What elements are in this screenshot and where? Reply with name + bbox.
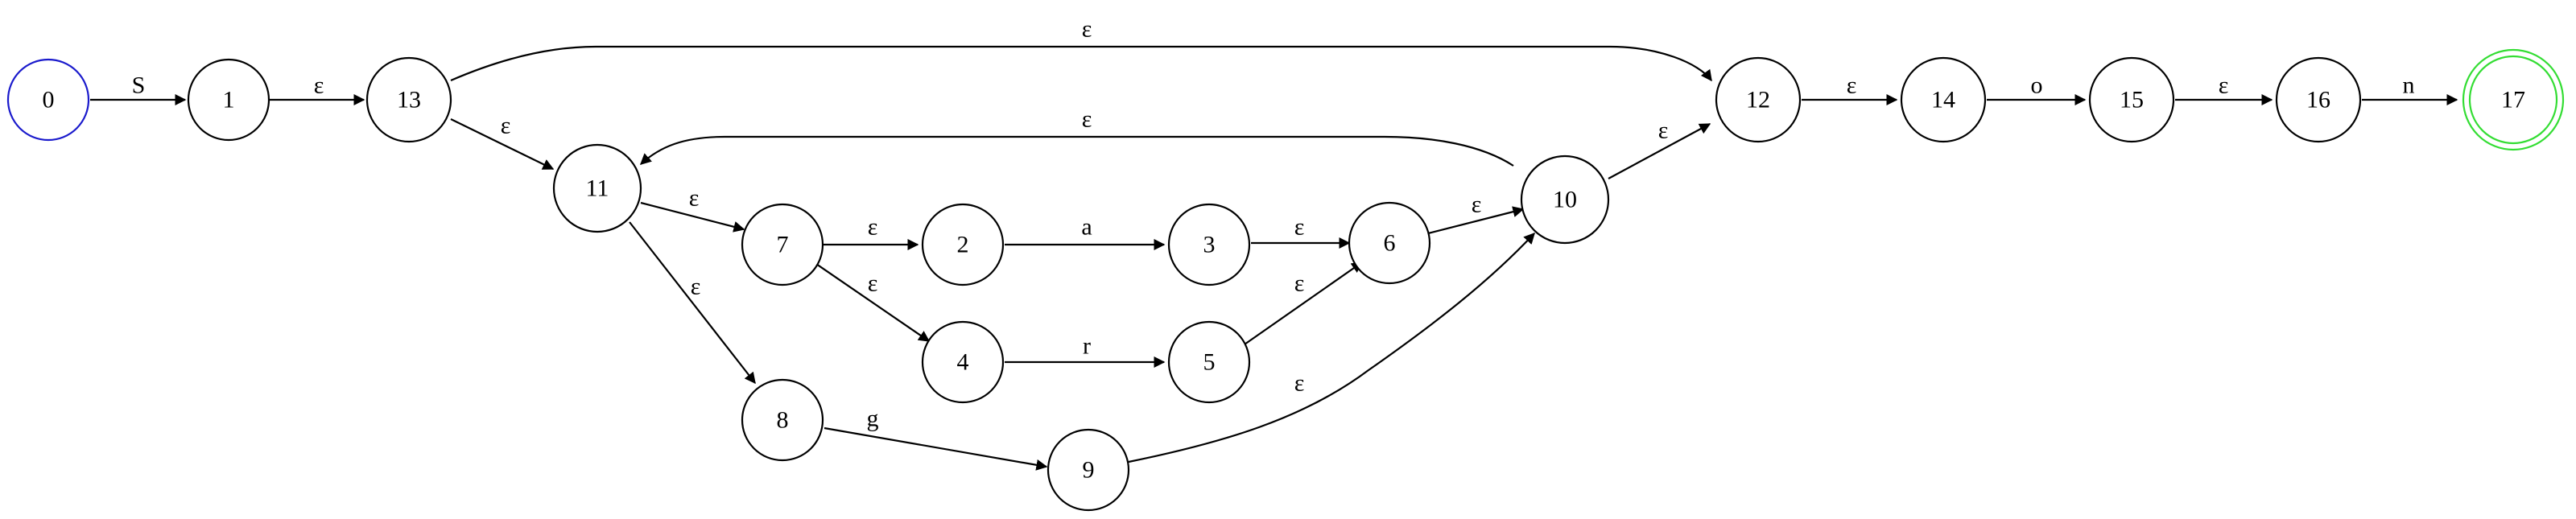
state-4: 4 xyxy=(921,320,1005,404)
edge-12-to-14: ε xyxy=(1802,72,1898,105)
edge-16-to-17: n xyxy=(2362,72,2458,105)
state-8: 8 xyxy=(741,378,824,462)
edge-4-to-5: r xyxy=(1005,333,1166,368)
state-label: 8 xyxy=(777,407,789,434)
state-14: 14 xyxy=(1900,56,1987,143)
edge-label-10-12: ε xyxy=(1658,117,1669,144)
state-11: 11 xyxy=(552,143,642,233)
state-12: 12 xyxy=(1715,56,1802,143)
state-17-accept: 17 xyxy=(2462,48,2565,151)
edge-label-16-17: n xyxy=(2403,72,2415,99)
state-label: 11 xyxy=(586,175,609,202)
edge-10-to-12: ε xyxy=(1608,117,1711,179)
state-9: 9 xyxy=(1046,428,1130,512)
edge-14-to-15: o xyxy=(1987,72,2087,105)
edge-3-to-6: ε xyxy=(1251,214,1351,249)
edge-label-9-10: ε xyxy=(1294,370,1305,397)
edge-label-6-10: ε xyxy=(1472,192,1482,218)
edge-label-0-1: S xyxy=(132,72,146,99)
edge-0-to-1: S xyxy=(90,72,187,105)
edge-label-1-13: ε xyxy=(314,72,324,99)
edge-label-12-14: ε xyxy=(1847,72,1857,99)
edge-label-11-7: ε xyxy=(689,185,700,212)
edge-11-to-7: ε xyxy=(640,185,745,233)
state-1: 1 xyxy=(187,58,270,142)
edge-label-4-5: r xyxy=(1083,333,1091,360)
state-label: 3 xyxy=(1203,232,1216,258)
state-label: 1 xyxy=(223,87,235,113)
state-15: 15 xyxy=(2088,56,2175,143)
state-label: 2 xyxy=(957,232,969,258)
edge-11-to-8: ε xyxy=(629,221,756,385)
edge-13-to-12: ε xyxy=(450,16,1712,82)
edge-9-to-10: ε xyxy=(1128,232,1535,463)
edge-label-8-9: g xyxy=(867,406,879,432)
state-label: 4 xyxy=(957,349,969,376)
edge-label-7-2: ε xyxy=(868,214,878,241)
state-13: 13 xyxy=(365,56,452,143)
state-label: 13 xyxy=(397,87,421,113)
edge-label-13-11: ε xyxy=(501,113,511,139)
edge-label-2-3: a xyxy=(1081,214,1092,241)
edge-1-to-13: ε xyxy=(269,72,365,105)
state-7: 7 xyxy=(741,203,824,286)
state-16: 16 xyxy=(2275,56,2362,143)
state-label: 6 xyxy=(1384,230,1396,257)
edge-label-3-6: ε xyxy=(1294,214,1305,241)
edge-7-to-4: ε xyxy=(815,263,931,342)
edge-label-15-16: ε xyxy=(2219,72,2229,99)
edge-label-11-8: ε xyxy=(691,274,701,300)
state-label: 12 xyxy=(1746,87,1770,113)
state-label: 17 xyxy=(2501,87,2525,113)
edge-label-10-11: ε xyxy=(1082,106,1092,133)
nodes: 0 1 13 12 14 15 16 17 xyxy=(6,48,2565,512)
state-5: 5 xyxy=(1167,320,1251,404)
state-label: 0 xyxy=(43,87,55,113)
edge-label-7-4: ε xyxy=(868,270,878,297)
edge-15-to-16: ε xyxy=(2175,72,2273,105)
edge-7-to-2: ε xyxy=(823,214,919,250)
edge-2-to-3: a xyxy=(1005,214,1166,250)
edge-label-13-12: ε xyxy=(1082,16,1092,43)
state-label: 7 xyxy=(777,232,789,258)
state-label: 5 xyxy=(1203,349,1216,376)
state-label: 10 xyxy=(1553,187,1577,213)
state-2: 2 xyxy=(921,203,1005,286)
state-0-start: 0 xyxy=(6,58,90,142)
state-label: 15 xyxy=(2120,87,2144,113)
state-label: 9 xyxy=(1083,457,1095,484)
state-label: 16 xyxy=(2306,87,2330,113)
edge-label-5-6: ε xyxy=(1294,270,1305,297)
edge-13-to-11: ε xyxy=(450,113,555,170)
edge-6-to-10: ε xyxy=(1427,192,1525,235)
state-3: 3 xyxy=(1167,203,1251,286)
state-label: 14 xyxy=(1931,87,1955,113)
state-10: 10 xyxy=(1520,154,1610,245)
edge-8-to-9: g xyxy=(824,406,1048,471)
edge-5-to-6: ε xyxy=(1244,262,1364,345)
edges: S ε ε ε ε ε ε xyxy=(90,16,2458,471)
edge-10-to-11: ε xyxy=(639,106,1514,167)
edge-label-14-15: o xyxy=(2031,72,2043,99)
state-6: 6 xyxy=(1348,201,1431,285)
